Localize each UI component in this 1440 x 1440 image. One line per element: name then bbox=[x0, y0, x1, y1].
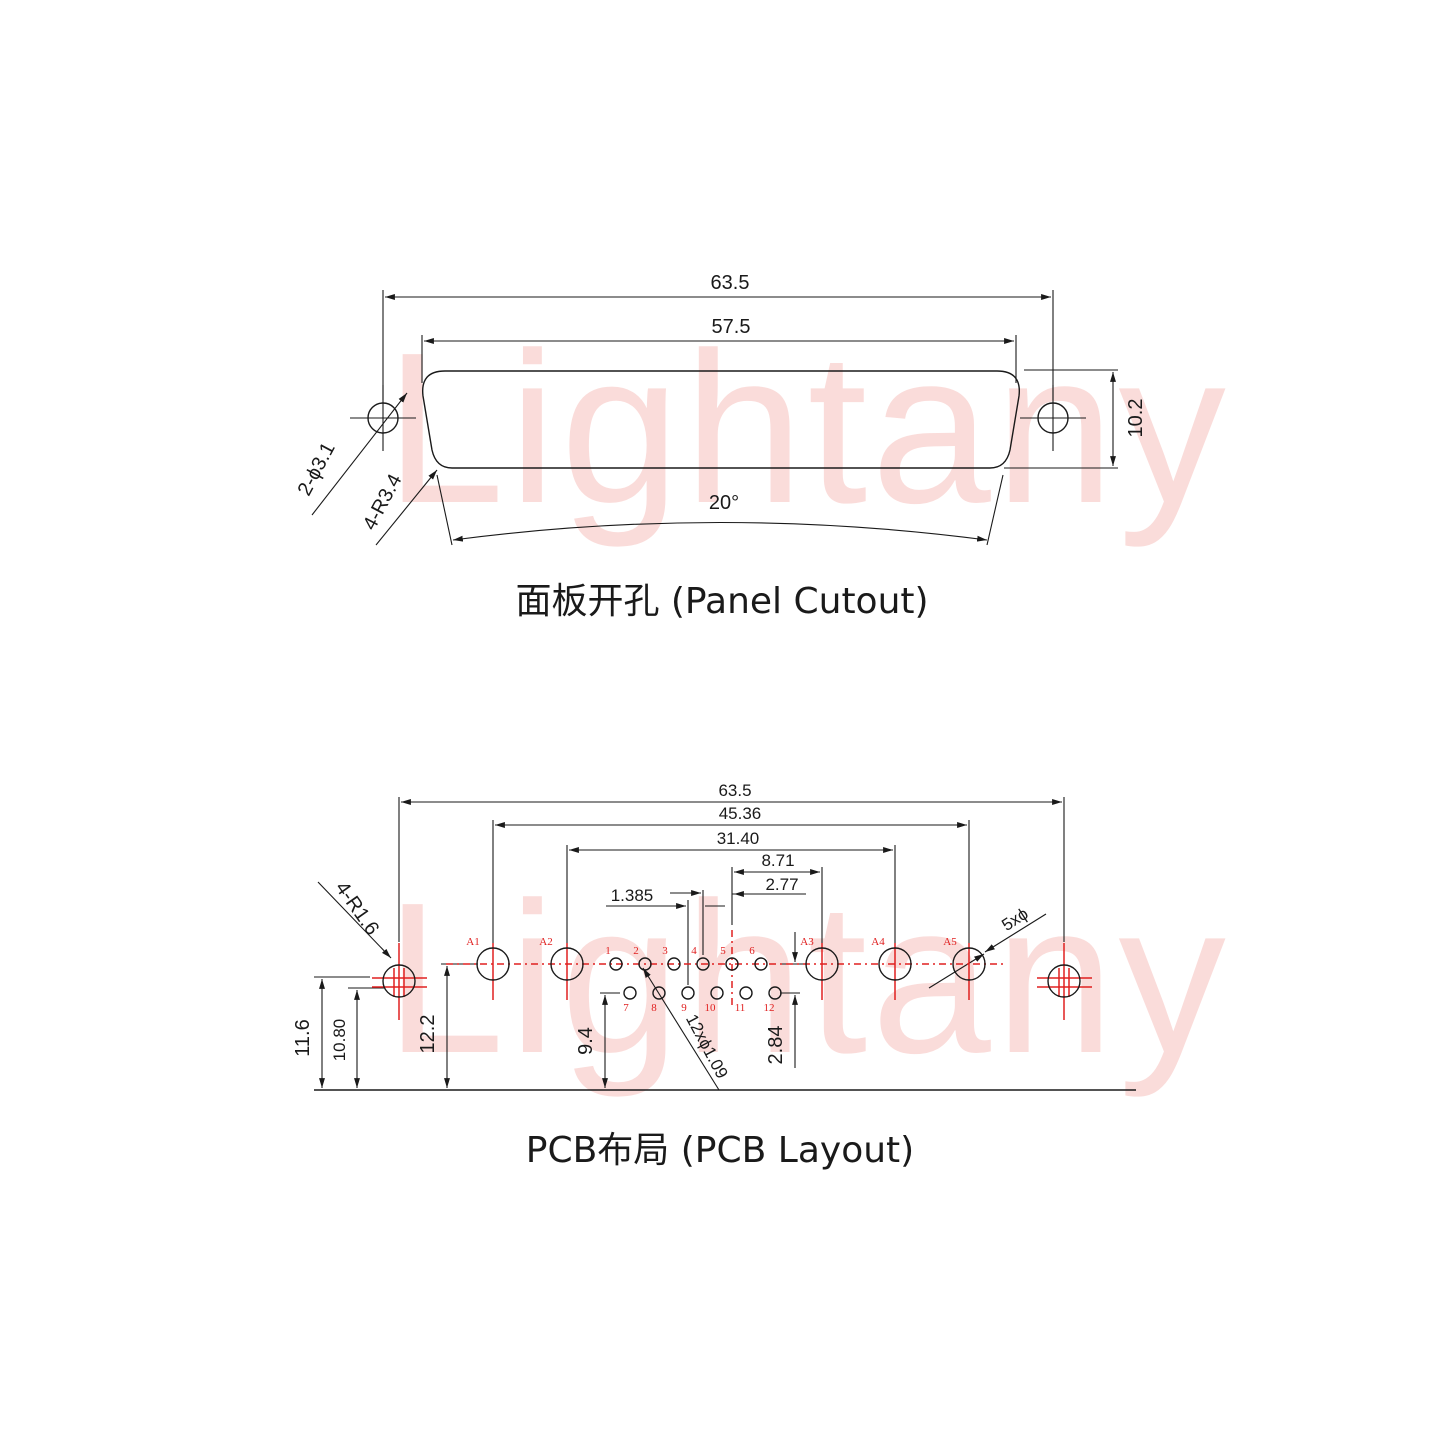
pin-hole-5 bbox=[725, 957, 739, 971]
pin-label-9: 9 bbox=[681, 1002, 687, 1014]
pin-hole-4 bbox=[696, 957, 710, 971]
pin-label-1: 1 bbox=[605, 945, 611, 957]
panel-angle-arc bbox=[452, 521, 988, 542]
pcb-h5-dim: 2.84 bbox=[765, 1026, 787, 1065]
contact-label-1: A1 bbox=[466, 936, 479, 948]
pcb-mount-hole-right bbox=[1047, 964, 1081, 998]
pcb-span-d-dim: 2.77 bbox=[765, 875, 798, 894]
panel-holes-dim: 2-ϕ3.1 bbox=[294, 439, 340, 499]
pin-hole-3 bbox=[667, 957, 681, 971]
pin-label-3: 3 bbox=[662, 945, 668, 957]
pin-hole-1 bbox=[609, 957, 623, 971]
pin-label-12: 12 bbox=[764, 1002, 775, 1014]
pin-hole-8 bbox=[652, 986, 666, 1000]
pin-label-2: 2 bbox=[633, 945, 639, 957]
panel-angle-dim: 20° bbox=[709, 492, 739, 514]
pcb-h1-dim: 11.6 bbox=[292, 1019, 314, 1056]
panel-height-dim: 10.2 bbox=[1125, 399, 1147, 438]
pin-hole-12 bbox=[768, 986, 782, 1000]
panel-caption: 面板开孔 (Panel Cutout) bbox=[515, 581, 928, 622]
panel-inner-dim: 57.5 bbox=[712, 316, 751, 338]
pcb-corners-dim: 4-R1.6 bbox=[331, 878, 383, 940]
contact-label-5: A5 bbox=[943, 936, 957, 948]
pcb-h2-dim: 10.80 bbox=[330, 1019, 349, 1062]
pin-hole-11 bbox=[739, 986, 753, 1000]
pin-label-8: 8 bbox=[651, 1002, 657, 1014]
pin-hole-10 bbox=[710, 986, 724, 1000]
contact-label-3: A3 bbox=[800, 936, 814, 948]
pcb-span-c-dim: 8.71 bbox=[761, 851, 794, 870]
pin-label-11: 11 bbox=[735, 1002, 746, 1014]
pcb-span-a-dim: 45.36 bbox=[719, 804, 762, 823]
pcb-h3-dim: 12.2 bbox=[417, 1015, 439, 1054]
pin-label-6: 6 bbox=[749, 945, 755, 957]
panel-d-cutout bbox=[421, 370, 1021, 469]
pcb-overall-dim: 63.5 bbox=[718, 781, 751, 800]
pin-hole-9 bbox=[681, 986, 695, 1000]
contact-label-2: A2 bbox=[539, 936, 552, 948]
pcb-caption: PCB布局 (PCB Layout) bbox=[526, 1130, 914, 1171]
pcb-pitch-dim: 1.385 bbox=[611, 886, 654, 905]
contact-hole-4 bbox=[878, 947, 912, 981]
watermark-top: Lightany bbox=[385, 307, 1230, 548]
contact-hole-3 bbox=[805, 947, 839, 981]
pin-hole-6 bbox=[754, 957, 768, 971]
contact-hole-5 bbox=[952, 947, 986, 981]
pin-label-10: 10 bbox=[705, 1002, 717, 1014]
pcb-mount-hole-left bbox=[382, 964, 416, 998]
pin-label-7: 7 bbox=[623, 1002, 629, 1014]
pcb-span-b-dim: 31.40 bbox=[717, 829, 760, 848]
watermark-bottom: Lightany bbox=[385, 857, 1230, 1098]
pin-hole-7 bbox=[623, 986, 637, 1000]
pin-hole-2 bbox=[638, 957, 652, 971]
pcb-h4-dim: 9.4 bbox=[575, 1027, 597, 1055]
pin-label-5: 5 bbox=[720, 945, 726, 957]
contact-label-4: A4 bbox=[871, 936, 885, 948]
contact-hole-2 bbox=[550, 947, 584, 981]
panel-overall-dim: 63.5 bbox=[711, 272, 750, 294]
pin-label-4: 4 bbox=[691, 945, 697, 957]
contact-hole-1 bbox=[476, 947, 510, 981]
